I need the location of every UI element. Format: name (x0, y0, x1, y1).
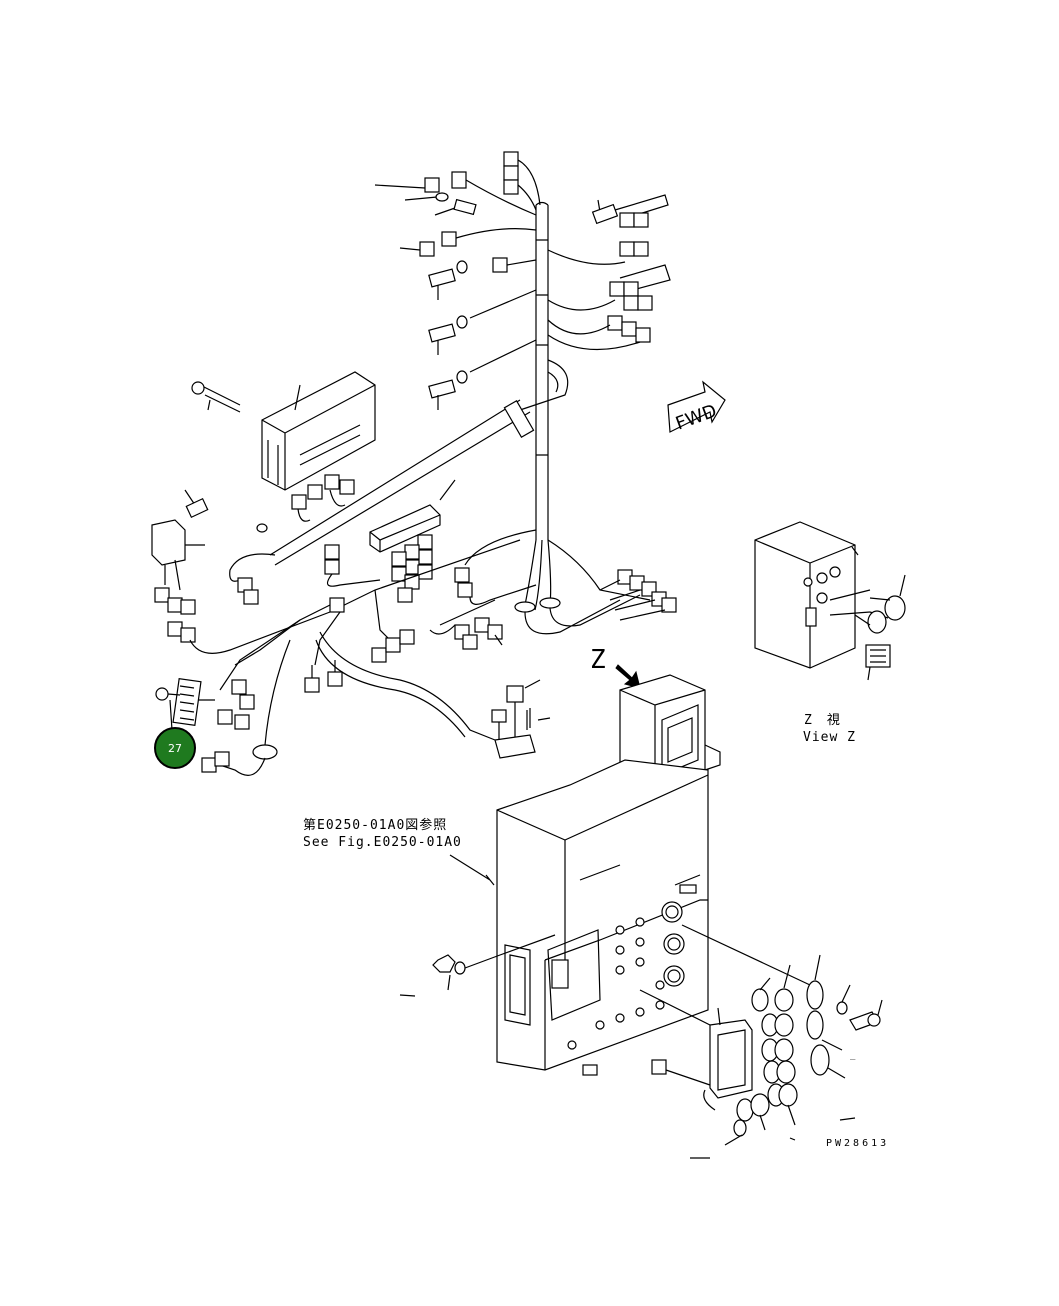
callout-27[interactable]: 27 (154, 727, 196, 769)
switch-components: _ (639, 924, 883, 1159)
right-connector-bundle (599, 569, 677, 621)
lower-harness-branches (201, 589, 503, 776)
fwd-direction-arrow: FWD (667, 380, 726, 435)
fig-ref-en: See Fig.E0250-01A0 (303, 835, 462, 850)
console-panel-box (399, 674, 721, 1076)
connector-part-27 (155, 678, 215, 731)
panel-holes (567, 917, 665, 1050)
center-connector-block (324, 529, 537, 613)
view-z-label-en: View Z (803, 730, 856, 745)
fig-ref-jp: 第E0250-01A0図参照 (303, 817, 447, 833)
harness-cover (369, 479, 456, 553)
view-z-detail: Z 視 View Z (754, 521, 906, 745)
drawing-number: PW28613 (826, 1138, 889, 1149)
view-marker-letter: Z (590, 645, 607, 675)
callout-number: 27 (168, 742, 182, 755)
main-harness-trunk (269, 201, 651, 635)
switch-bracket (491, 679, 551, 759)
svg-text:_: _ (850, 1051, 856, 1061)
figure-reference: 第E0250-01A0図参照 See Fig.E0250-01A0 (303, 817, 462, 850)
right-relay-cluster (547, 194, 671, 351)
view-z-label-jp: Z 視 (804, 713, 841, 728)
left-relay-assembly (151, 489, 331, 654)
controller-unit (191, 371, 376, 522)
callout-circle[interactable] (154, 727, 196, 769)
rocker-switches (733, 988, 798, 1137)
view-z-marker: Z (590, 645, 641, 689)
top-connectors (374, 151, 541, 410)
